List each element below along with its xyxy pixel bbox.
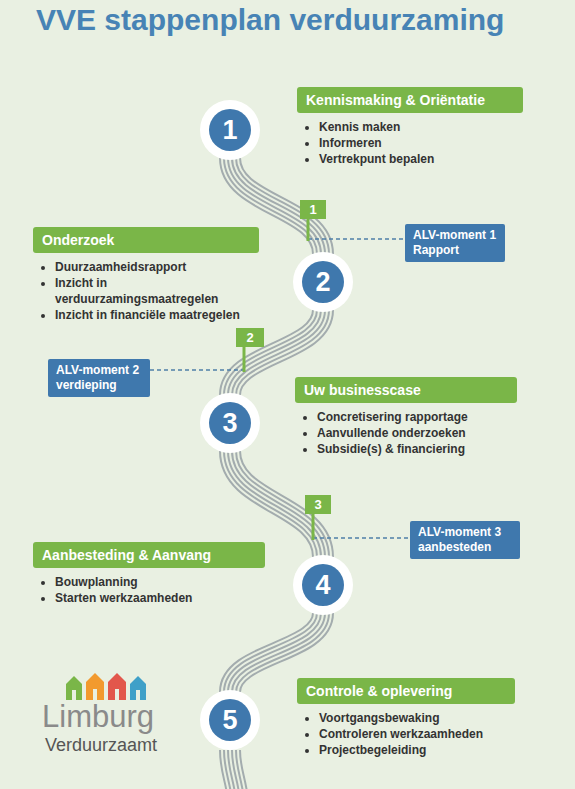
alv-moment-text: ALV-moment 1 Rapport [405,224,505,262]
logo-word: Limburg [42,699,154,735]
bullet-item: Subsidie(s) & financiering [317,441,517,457]
step-block: Uw businesscaseConcretisering rapportage… [295,377,517,457]
milestone-flag: 3 [305,495,331,540]
bullet-item: Inzicht in verduurzamingsmaatregelen [55,275,259,307]
step-heading: Aanbesteding & Aanvang [33,542,265,568]
bullet-item: Kennis maken [319,119,523,135]
flag-number: 2 [236,328,264,347]
step-number: 1 [200,100,260,160]
alv-box: ALV-moment 1 Rapport [405,224,505,262]
alv-moment-text: ALV-moment 3 aanbesteden [410,521,520,559]
bullet-list: DuurzaamheidsrapportInzicht in verduurza… [33,259,259,323]
bullet-item: Controleren werkzaamheden [319,726,515,742]
bullet-item: Bouwplanning [55,574,265,590]
dashed-connector [313,538,410,539]
bullet-item: Starten werkzaamheden [55,590,265,606]
dashed-connector [150,370,244,371]
step-heading: Onderzoek [33,227,259,253]
bullet-item: Vertrekpunt bepalen [319,151,523,167]
step-heading: Controle & oplevering [297,678,515,704]
step-block: Aanbesteding & AanvangBouwplanningStarte… [33,542,265,606]
title: VVE stappenplan verduurzaming [36,3,504,37]
step-circle: 5 [200,690,260,750]
step-number: 3 [200,393,260,453]
bullet-item: Informeren [319,135,523,151]
milestone-flag: 2 [236,328,264,372]
logo-subword: Verduurzaamt [45,735,157,756]
step-circle: 1 [200,100,260,160]
bullet-list: Kennis makenInformerenVertrekpunt bepale… [297,119,523,167]
step-block: Controle & opleveringVoortgangsbewakingC… [297,678,515,758]
bullet-item: Inzicht in financiële maatregelen [55,307,259,323]
flag-number: 1 [300,200,326,219]
step-heading: Kennismaking & Oriëntatie [297,87,523,113]
logo-houses [66,673,146,700]
step-heading: Uw businesscase [295,377,517,403]
step-number: 5 [200,690,260,750]
step-block: OnderzoekDuurzaamheidsrapportInzicht in … [33,227,259,323]
step-number: 2 [293,252,353,312]
dashed-connector [308,239,405,240]
step-circle: 3 [200,393,260,453]
bullet-item: Duurzaamheidsrapport [55,259,259,275]
bullet-list: VoortgangsbewakingControleren werkzaamhe… [297,710,515,758]
step-circle: 2 [293,252,353,312]
bullet-list: Concretisering rapportageAanvullende ond… [295,409,517,457]
alv-moment-text: ALV-moment 2 verdieping [48,359,150,397]
step-number: 4 [293,555,353,615]
step-circle: 4 [293,555,353,615]
alv-box: ALV-moment 3 aanbesteden [410,521,520,559]
dashed-line [150,369,244,371]
dashed-line [313,537,410,539]
bullet-item: Concretisering rapportage [317,409,517,425]
milestone-flag: 1 [300,200,326,241]
step-block: Kennismaking & OriëntatieKennis makenInf… [297,87,523,167]
bullet-list: BouwplanningStarten werkzaamheden [33,574,265,606]
alv-box: ALV-moment 2 verdieping [48,359,150,397]
bullet-item: Projectbegeleiding [319,742,515,758]
bullet-item: Voortgangsbewaking [319,710,515,726]
flag-number: 3 [305,495,331,514]
road-extension [230,750,238,789]
dashed-line [308,238,405,240]
bullet-item: Aanvullende onderzoeken [317,425,517,441]
